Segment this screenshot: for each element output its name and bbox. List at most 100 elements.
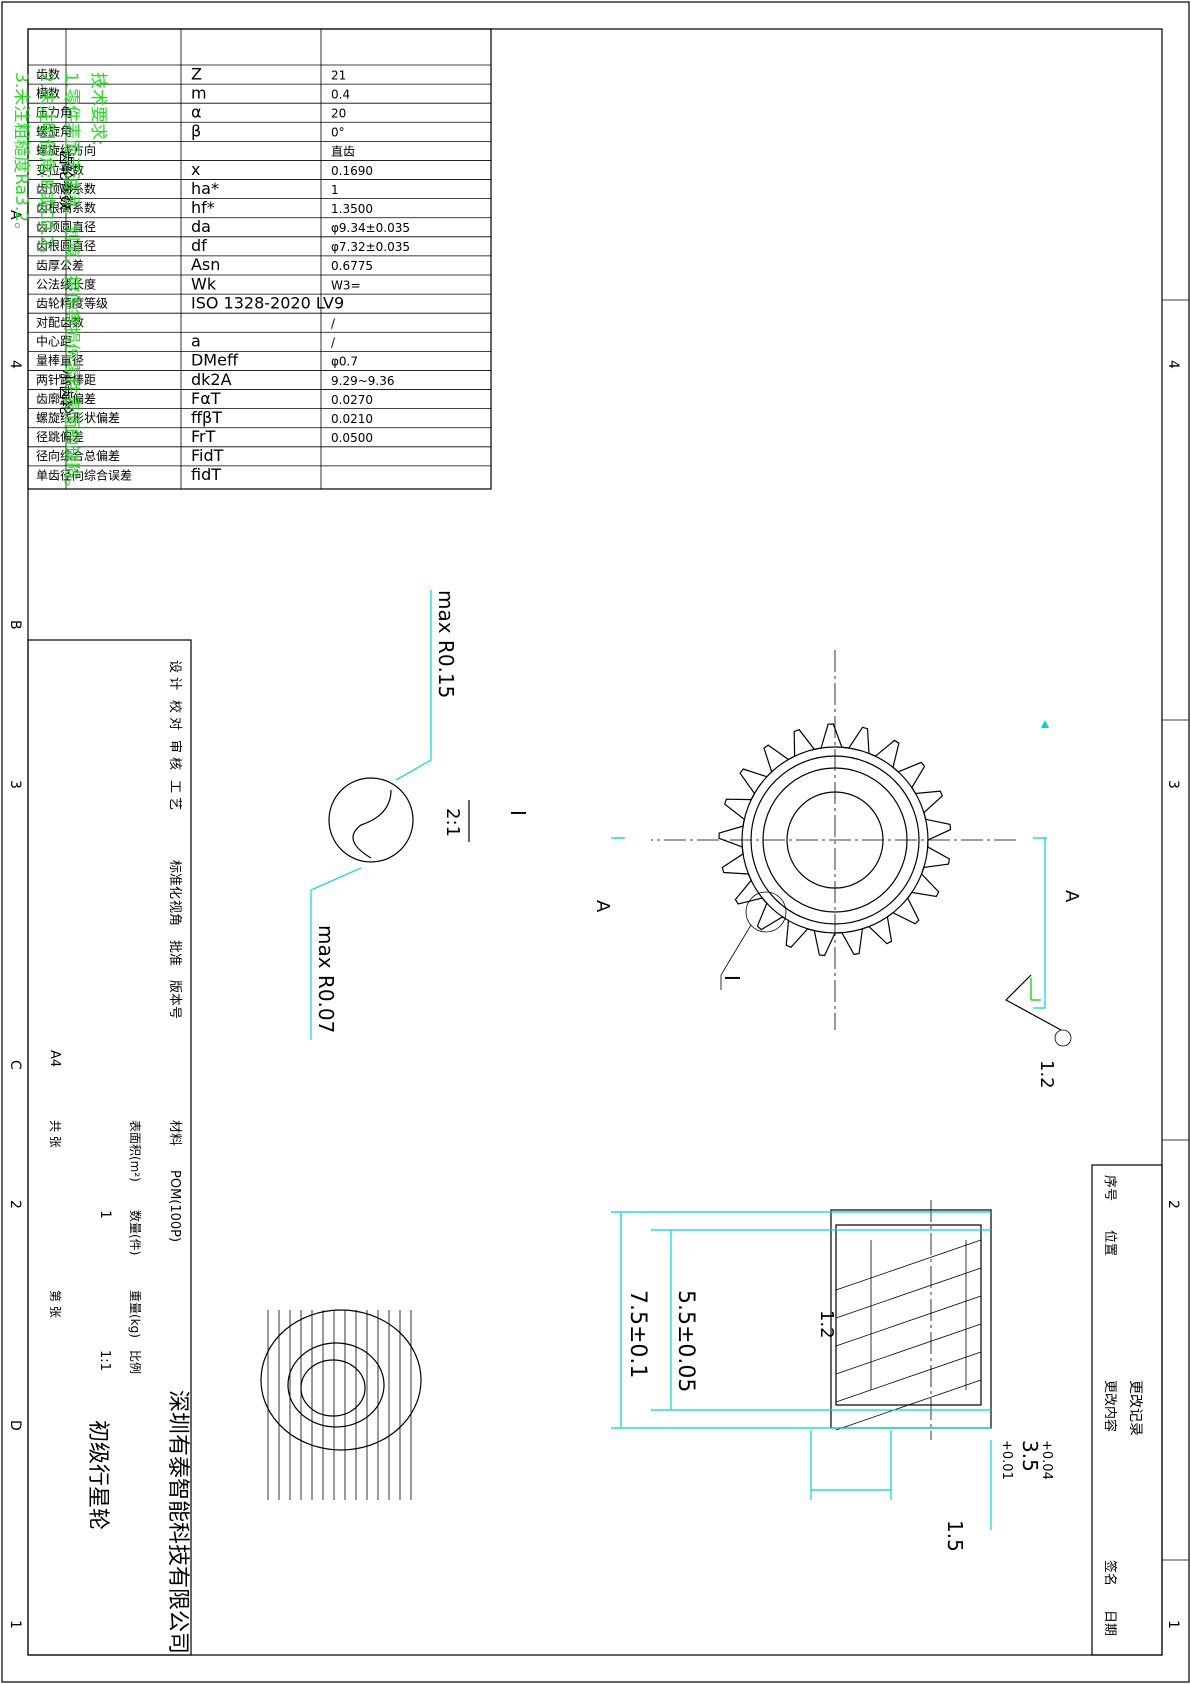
- param-symbol: df: [191, 236, 207, 255]
- param-symbol: dk2A: [191, 370, 232, 389]
- param-value: /: [331, 336, 336, 350]
- param-row: 螺旋线方向 直齿: [36, 143, 355, 159]
- param-symbol: β: [191, 122, 201, 141]
- param-name: 径跳偏差: [36, 429, 84, 444]
- param-name: 变位系数: [36, 162, 84, 177]
- detail-view-circle: [328, 777, 414, 863]
- title-block-frame: [27, 639, 192, 1656]
- param-name: 对配齿数: [36, 315, 84, 330]
- leader-r015: [395, 590, 432, 781]
- section-cut-line: [1033, 837, 1046, 1009]
- param-symbol: fidT: [191, 465, 221, 484]
- param-symbol: m: [191, 83, 207, 102]
- param-row: 对配齿数 /: [36, 315, 336, 331]
- param-symbol: Z: [191, 64, 202, 83]
- hatch-line: [835, 1323, 982, 1375]
- param-value: 1: [331, 183, 339, 197]
- param-symbol: FrT: [191, 427, 216, 446]
- tb-company: 深圳有泰智能科技有限公司: [165, 1390, 190, 1654]
- param-symbol: x: [191, 160, 200, 179]
- tb-weight-label: 重量(kg): [128, 1290, 142, 1338]
- dim-12: 1.2: [816, 1310, 837, 1339]
- param-value: 1.3500: [331, 202, 373, 216]
- zone-column-label: 1: [1165, 1620, 1181, 1629]
- tb-label: 审 核: [167, 740, 182, 770]
- revision-frame: [1091, 1164, 1163, 1656]
- tech-req-item: 2.未注明倒角:R或C0.2。: [36, 72, 56, 264]
- param-name: 中心距: [36, 334, 72, 349]
- hatch-line: [835, 1379, 982, 1431]
- tb-mid-label: 批准: [167, 940, 182, 966]
- zone-row-label: A: [7, 210, 23, 220]
- title-block: 设 计校 对审 核工 艺标准化视角批准版本号材料POM(100P)表面积(m²)…: [27, 639, 192, 1656]
- tech-req-item: 1.零件表面无油污、划痕、擦伤等损伤零件表面的缺陷。: [61, 72, 81, 496]
- detail-leader: [720, 924, 752, 990]
- param-row: 径向综合总偏差 FidT: [36, 446, 224, 465]
- param-value: φ0.7: [331, 355, 358, 369]
- tb-scale-label: 比例: [128, 1350, 142, 1374]
- gear-front-view: A A I 1.2: [592, 650, 1082, 1089]
- revision-title: 更改记录: [1127, 1380, 1143, 1436]
- param-symbol: FidT: [191, 446, 224, 465]
- param-value: 0.0270: [331, 393, 373, 407]
- param-value: 0.6775: [331, 259, 373, 273]
- param-name: 螺旋线方向: [36, 143, 96, 158]
- param-value: 0.4: [331, 87, 350, 101]
- zone-column-label: 1: [7, 1620, 23, 1629]
- revision-header: 日期: [1102, 1610, 1117, 1636]
- zone-column-label: 3: [1165, 780, 1181, 789]
- iso-teeth: [267, 1310, 412, 1500]
- dim-35: 3.5: [1018, 1440, 1042, 1472]
- param-name: 齿顶圆直径: [36, 220, 96, 234]
- section-hatch: [835, 1239, 982, 1431]
- param-symbol: a: [191, 332, 201, 351]
- detail-circle-marker: [745, 891, 787, 933]
- detail-view-label: I: [506, 810, 530, 816]
- technical-requirements: 技术要求: 1.零件表面无油污、划痕、擦伤等损伤零件表面的缺陷。 2.未注明倒角…: [11, 72, 108, 496]
- zone-column-label: 2: [1165, 1200, 1181, 1209]
- detail-tooth-profile: [352, 789, 392, 859]
- zone-column-label: 4: [1165, 360, 1181, 369]
- param-name: 螺旋线形状偏差: [36, 410, 120, 425]
- param-name: 径向综合总偏差: [36, 448, 120, 463]
- param-symbol: DMeff: [191, 351, 239, 370]
- revision-header: 位置: [1102, 1230, 1117, 1256]
- param-name: 齿轮精度等级: [36, 295, 108, 310]
- param-value: 0°: [331, 126, 345, 140]
- param-name: 齿廓总偏差: [36, 391, 96, 406]
- tb-material: POM(100P): [167, 1170, 182, 1242]
- param-symbol: Wk: [191, 274, 217, 293]
- param-name: 齿厚公差: [36, 258, 84, 272]
- hatch-line: [835, 1267, 982, 1319]
- dim-55: 5.5±0.05: [673, 1290, 698, 1392]
- detail-scale: 2:1: [442, 808, 463, 837]
- param-value: 直齿: [331, 145, 355, 159]
- param-value: /: [331, 317, 336, 331]
- roughness-circle: [1054, 1029, 1072, 1047]
- tech-req-title: 技术要求:: [88, 72, 108, 146]
- dim-35-lower: +0.01: [999, 1440, 1014, 1480]
- iso-bore: [300, 1359, 366, 1417]
- param-value: W3=: [331, 278, 361, 292]
- tb-mid-label: 版本号: [167, 980, 182, 1019]
- param-value: 20: [331, 107, 346, 121]
- param-name: 齿顶高系数: [36, 181, 96, 196]
- dim-35-upper: +0.04: [1039, 1440, 1054, 1480]
- tb-label: 工 艺: [167, 780, 182, 810]
- param-value: φ9.34±0.035: [331, 221, 410, 235]
- revision-header: 序号: [1102, 1175, 1117, 1201]
- gear-section-view: 7.5±0.1 5.5±0.05 1.2 1.5 3.5 +0.04 +0.01: [611, 1200, 1054, 1552]
